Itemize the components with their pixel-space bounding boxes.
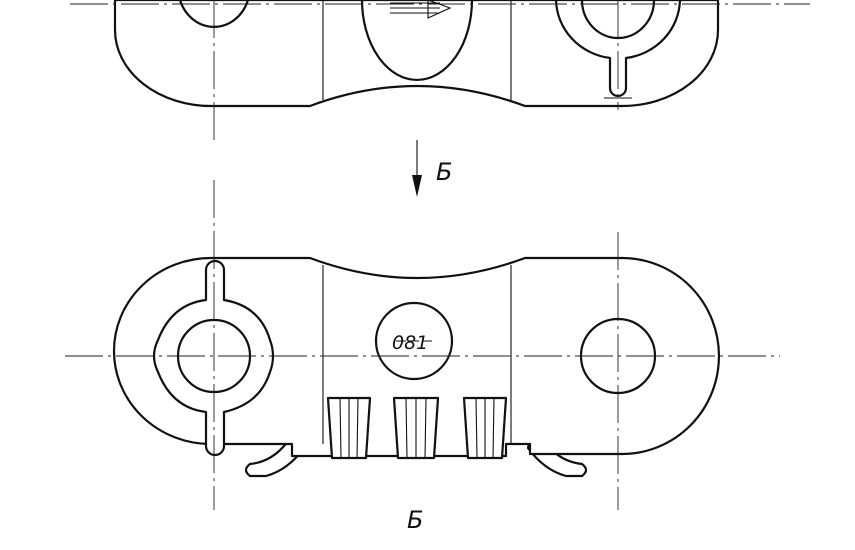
direction-arrow-icon — [390, 0, 452, 19]
tooth-1 — [326, 396, 372, 460]
view-label-bottom: Б — [407, 506, 423, 534]
top-right-pin-hole — [580, 0, 656, 40]
tooth-3 — [462, 396, 508, 460]
part-marking: 081 — [392, 332, 428, 354]
bottom-view: 081 — [65, 180, 780, 510]
view-arrow: Б — [412, 140, 452, 197]
tooth-2 — [392, 396, 440, 460]
view-arrow-head-icon — [412, 175, 422, 197]
top-link-outline — [113, 0, 720, 108]
top-view — [70, 0, 810, 145]
top-center-hole — [360, 0, 474, 82]
view-arrow-label: Б — [436, 158, 452, 186]
